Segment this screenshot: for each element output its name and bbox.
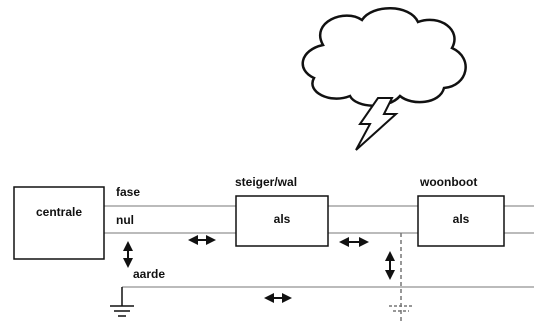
lightning-bolt-icon [355, 97, 399, 151]
woonboot-label: woonboot [419, 175, 477, 189]
thundercloud-icon [301, 7, 467, 107]
fase-label: fase [116, 185, 140, 199]
nul-label: nul [116, 213, 134, 227]
aarde-label: aarde [133, 267, 165, 281]
steiger-label: steiger/wal [235, 175, 297, 189]
ground-symbol-woonboot-icon [389, 305, 413, 312]
woonboot-als-box [417, 195, 505, 247]
centrale-box [13, 186, 105, 260]
steiger-als-box [235, 195, 329, 247]
woonboot-als-label: als [453, 212, 470, 226]
ground-symbol-centrale-icon [110, 287, 134, 317]
centrale-label: centrale [36, 205, 82, 219]
steiger-als-label: als [274, 212, 291, 226]
